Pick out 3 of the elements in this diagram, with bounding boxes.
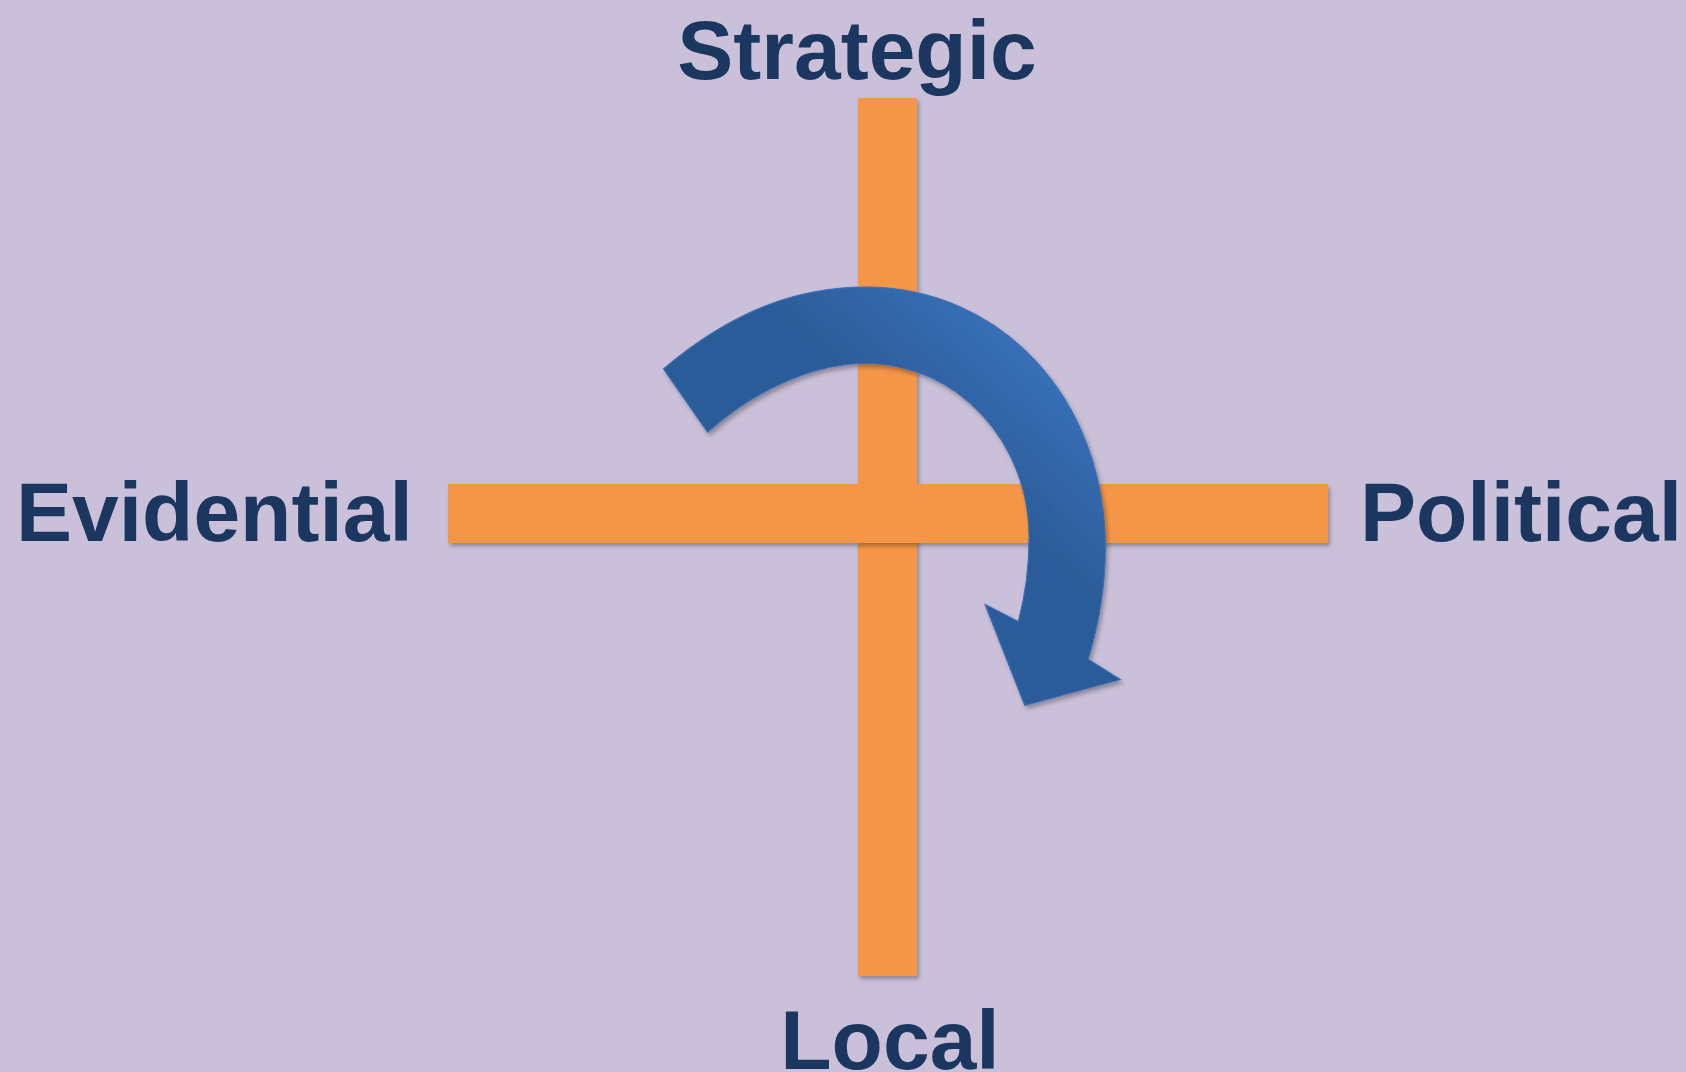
- axis-label: Evidential: [16, 470, 413, 554]
- axis-label: Local: [780, 998, 1000, 1072]
- axis-label: Political: [1360, 470, 1683, 554]
